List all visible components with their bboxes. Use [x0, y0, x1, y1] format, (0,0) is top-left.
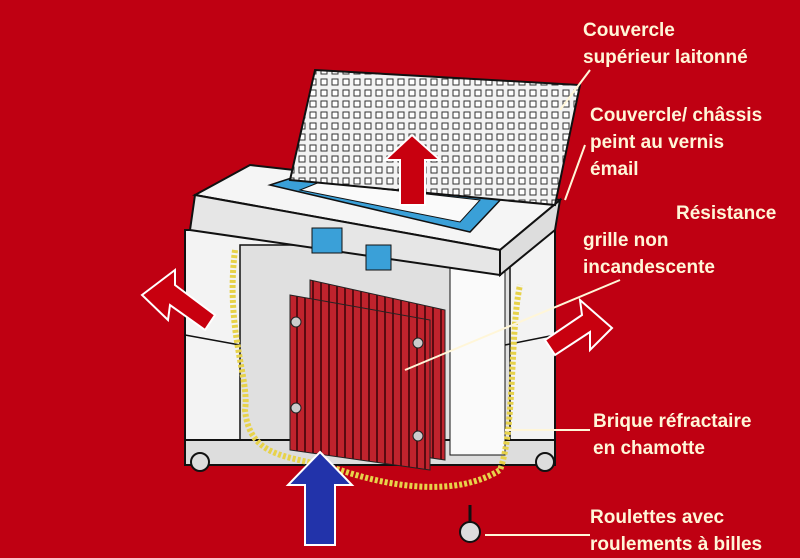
label-chassis: Couvercle/ châssis peint au vernis émail — [590, 102, 762, 183]
cold-air-arrow-up — [285, 450, 355, 546]
label-line: roulements à billes — [590, 534, 763, 555]
label-lid: Couvercle supérieur laitonné — [583, 17, 748, 71]
label-line: supérieur laitonné — [583, 47, 748, 68]
wheels — [190, 452, 555, 543]
hot-air-arrow-left — [140, 267, 217, 332]
hot-air-arrow-up — [382, 133, 443, 206]
label-line: en chamotte — [593, 438, 705, 459]
label-line: incandescente — [583, 257, 715, 278]
label-line: Couvercle — [583, 20, 675, 41]
label-wheels: Roulettes avec roulements à billes — [590, 504, 762, 558]
label-line: Brique réfractaire — [593, 411, 752, 432]
label-line: Couvercle/ châssis — [590, 105, 763, 126]
label-line: émail — [590, 159, 639, 180]
label-line: peint au vernis — [590, 132, 725, 153]
hot-air-arrow-right — [543, 297, 614, 357]
label-line: Roulettes avec — [590, 507, 725, 528]
brass-lid — [288, 68, 582, 207]
label-line: Résistance — [676, 203, 777, 224]
label-brick: Brique réfractaire en chamotte — [593, 408, 751, 462]
power-cable — [229, 249, 523, 490]
heating-grid-element — [289, 279, 446, 471]
leader-lines — [404, 69, 621, 536]
top-cover — [188, 163, 563, 278]
label-resistance: Résistance grille non incandescente — [583, 200, 776, 281]
label-line: grille non — [583, 230, 669, 251]
